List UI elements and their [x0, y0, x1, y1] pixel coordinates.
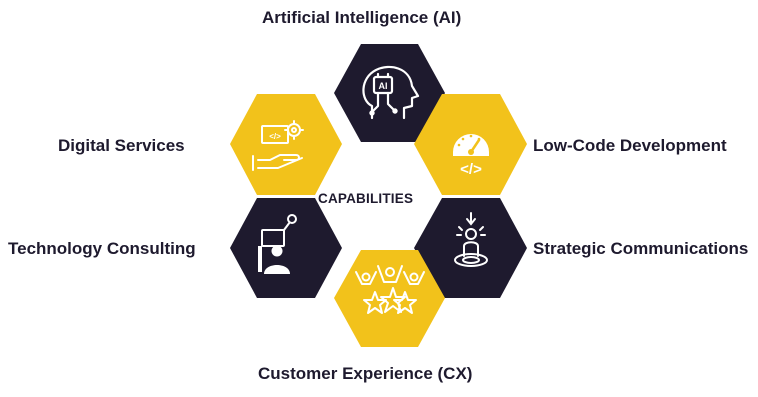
gauge-code-icon: </> — [453, 134, 489, 178]
svg-text:AI: AI — [379, 81, 388, 91]
label-strategic-communications: Strategic Communications — [533, 239, 749, 258]
label-digital-services: Digital Services — [58, 136, 185, 155]
hexagon-technology-consulting — [230, 198, 342, 298]
label-low-code-development: Low-Code Development — [533, 136, 727, 155]
target-person-icon — [454, 212, 488, 267]
label-artificial-intelligence: Artificial Intelligence (AI) — [262, 8, 462, 27]
label-customer-experience: Customer Experience (CX) — [258, 364, 473, 383]
hexagon-strategic-communications — [414, 198, 527, 298]
svg-text:</>: </> — [269, 132, 281, 141]
presenter-icon — [258, 214, 297, 274]
celebrating-stars-icon — [355, 265, 425, 314]
svg-text:</>: </> — [460, 161, 482, 178]
hexagon-digital-services — [230, 94, 342, 195]
ai-head-icon: AI — [362, 65, 420, 120]
hand-gear-code-icon: </> — [252, 120, 304, 171]
center-label-capabilities: CAPABILITIES — [318, 191, 414, 206]
label-technology-consulting: Technology Consulting — [8, 239, 196, 258]
